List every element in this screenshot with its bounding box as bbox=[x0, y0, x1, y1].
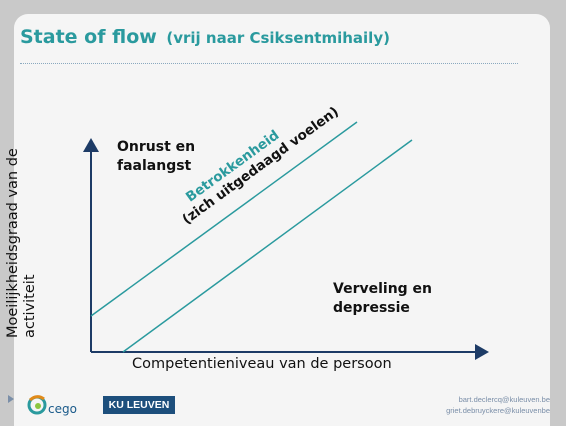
slide-title: State of flow (vrij naar Csiksentmihaily… bbox=[20, 26, 390, 48]
title-divider bbox=[20, 63, 518, 64]
cego-logo-text: cego bbox=[48, 402, 77, 416]
region-anxiety-line1: Onrust en bbox=[117, 139, 196, 155]
x-axis-label: Competentieniveau van de persoon bbox=[132, 356, 392, 372]
flow-lower-boundary bbox=[122, 139, 413, 353]
ku-leuven-logo: KU LEUVEN bbox=[103, 396, 175, 414]
region-anxiety-label: Onrust en faalangst bbox=[117, 138, 195, 176]
title-subtitle: (vrij naar Csiksentmihaily) bbox=[166, 29, 390, 47]
footer-arrow-icon bbox=[8, 395, 14, 403]
title-main: State of flow bbox=[20, 26, 157, 48]
region-boredom-label: Verveling en depressie bbox=[333, 280, 432, 318]
contact-line-1: bart.declercq@kuleuven.be bbox=[458, 395, 550, 404]
flow-upper-boundary bbox=[90, 121, 358, 317]
y-axis-label: Moeilijkheidsgraad van de activiteit bbox=[5, 148, 38, 338]
region-anxiety-line2: faalangst bbox=[117, 158, 192, 174]
contact-line-2: griet.debruyckere@kuleuvenbe bbox=[446, 406, 550, 415]
region-boredom-line2: depressie bbox=[333, 300, 410, 316]
contact-info: bart.declercq@kuleuven.be griet.debruyck… bbox=[446, 394, 550, 416]
cego-logo-icon bbox=[27, 395, 47, 415]
region-boredom-line1: Verveling en bbox=[333, 281, 433, 297]
slide-panel bbox=[14, 14, 550, 426]
